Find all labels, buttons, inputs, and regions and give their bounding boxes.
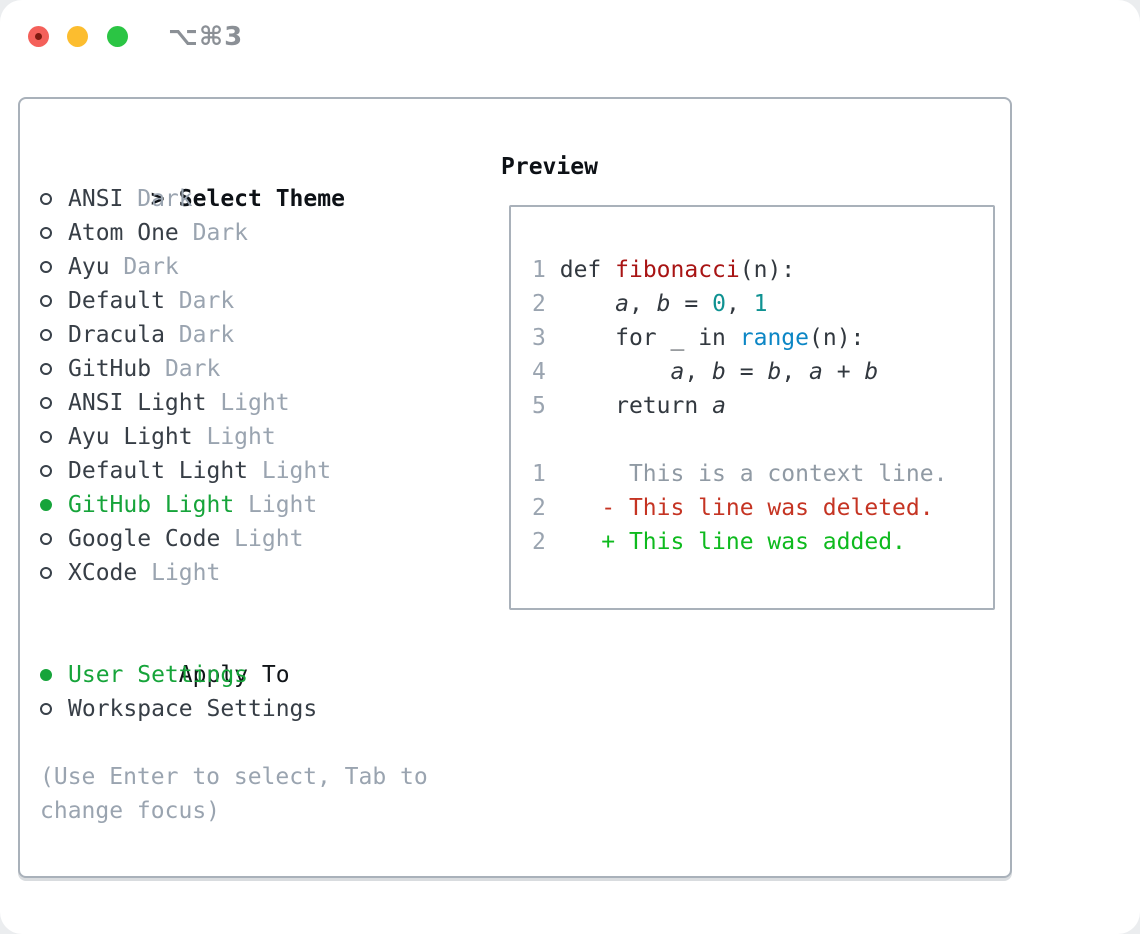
minimize-button[interactable] (67, 26, 88, 47)
radio-unselected-icon (40, 703, 52, 715)
radio-unselected-icon (40, 295, 52, 307)
code-preview: 1 def fibonacci(n): 2 a, b = 0, 1 3 for _ … (511, 207, 993, 559)
option-label: Ayu Light (68, 424, 193, 450)
titlebar-shortcut: ⌥⌘3 (168, 22, 244, 52)
option-label: GitHub (68, 356, 152, 382)
option-label: Atom One (68, 220, 179, 246)
radio-selected-icon (40, 669, 52, 681)
radio-unselected-icon (40, 567, 52, 579)
theme-variant-label: Light (137, 560, 221, 586)
theme-item[interactable]: Dracula Dark (40, 318, 490, 352)
help-text: (Use Enter to select, Tab to change focu… (40, 764, 428, 824)
cursor-marker: > (150, 186, 165, 212)
theme-variant-label: Light (234, 492, 318, 518)
code-line: 1 def fibonacci(n): (532, 257, 796, 283)
theme-item[interactable]: ANSI Light Light (40, 386, 490, 420)
radio-unselected-icon (40, 431, 52, 443)
option-label: Workspace Settings (68, 696, 318, 722)
theme-item[interactable]: XCode Light (40, 556, 490, 590)
theme-item-selected[interactable]: GitHub Light Light (40, 488, 490, 522)
radio-unselected-icon (40, 227, 52, 239)
option-label: Default Light (68, 458, 249, 484)
radio-unselected-icon (40, 533, 52, 545)
option-label: Dracula (68, 322, 165, 348)
code-line: 4 a, b = b, a + b (532, 359, 879, 385)
preview-label: Preview (501, 154, 598, 180)
option-label: GitHub Light (68, 492, 235, 518)
preview-box: 1 def fibonacci(n): 2 a, b = 0, 1 3 for _ … (509, 205, 995, 610)
theme-variant-label: Dark (164, 288, 235, 314)
select-theme-header: > Select Theme (40, 148, 490, 212)
titlebar: ⌥⌘3 (0, 0, 1140, 97)
option-label: Default (68, 288, 165, 314)
theme-variant-label: Dark (178, 220, 249, 246)
theme-variant-label: Dark (151, 356, 221, 382)
theme-item[interactable]: Default Dark (40, 284, 490, 318)
option-label: Ayu (68, 254, 110, 280)
theme-item[interactable]: Default Light Light (40, 454, 490, 488)
theme-variant-label: Light (192, 424, 276, 450)
theme-variant-label: Dark (123, 186, 193, 212)
apply-to-label: Apply To (178, 662, 290, 688)
theme-item[interactable]: Ayu Dark (40, 250, 490, 284)
zoom-button[interactable] (107, 26, 128, 47)
theme-item[interactable]: ANSI Dark (40, 182, 490, 216)
option-label: ANSI Light (68, 390, 207, 416)
record-dot-icon (35, 33, 42, 40)
theme-variant-label: Dark (109, 254, 179, 280)
code-line: 3 for _ in range(n): (532, 325, 865, 351)
code-line: 2 - This line was deleted. (532, 495, 934, 521)
theme-item[interactable]: Google Code Light (40, 522, 490, 556)
radio-selected-icon (40, 499, 52, 511)
select-theme-label: Select Theme (178, 186, 345, 212)
option-label: XCode (68, 560, 138, 586)
code-line: 2 + This line was added. (532, 529, 906, 555)
radio-unselected-icon (40, 397, 52, 409)
theme-item[interactable]: Atom One Dark (40, 216, 490, 250)
apply-option[interactable]: Workspace Settings (40, 692, 490, 726)
option-label: ANSI (68, 186, 124, 212)
code-line: 1 This is a context line. (532, 461, 948, 487)
theme-variant-label: Light (220, 526, 304, 552)
apply-to-header: Apply To (40, 624, 490, 688)
apply-option-selected[interactable]: User Settings (40, 658, 490, 692)
radio-unselected-icon (40, 329, 52, 341)
option-label: User Settings (68, 662, 249, 688)
close-button[interactable] (28, 26, 49, 47)
code-line: 5 return a (532, 393, 726, 419)
code-line (532, 423, 993, 457)
radio-unselected-icon (40, 261, 52, 273)
theme-variant-label: Light (206, 390, 290, 416)
radio-unselected-icon (40, 193, 52, 205)
theme-item[interactable]: GitHub Dark (40, 352, 490, 386)
radio-unselected-icon (40, 363, 52, 375)
option-label: Google Code (68, 526, 221, 552)
theme-variant-label: Light (248, 458, 332, 484)
code-line: 2 a, b = 0, 1 (532, 291, 768, 317)
theme-item[interactable]: Ayu Light Light (40, 420, 490, 454)
radio-unselected-icon (40, 465, 52, 477)
theme-variant-label: Dark (164, 322, 235, 348)
spacer (40, 590, 490, 624)
spacer (40, 726, 490, 760)
